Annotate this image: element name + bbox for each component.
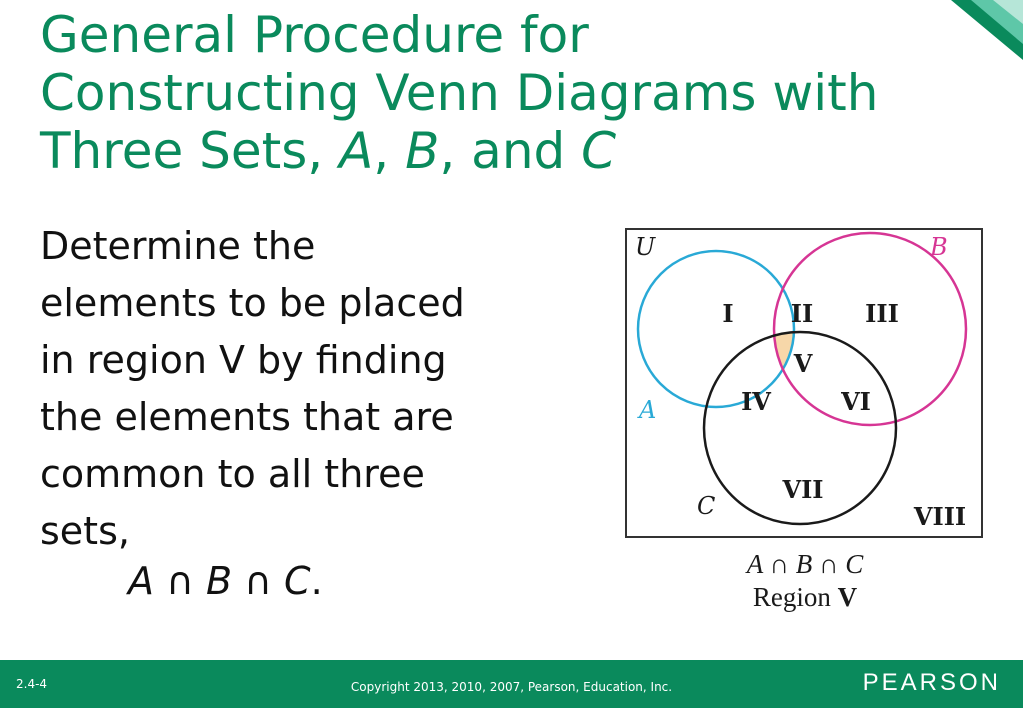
caption-region-name: V: [837, 582, 858, 612]
footer-bar: 2.4-4 Copyright 2013, 2010, 2007, Pearso…: [0, 660, 1023, 708]
set-a-label: A: [637, 396, 656, 424]
caption-region: Region V: [700, 581, 910, 614]
caption-formula: A ∩ B ∩ C: [746, 549, 864, 579]
body-line-3: in region V by finding: [40, 338, 447, 382]
region-label-viii: VIII: [913, 502, 966, 531]
title-sep-1: ,: [373, 122, 406, 180]
set-b-label: B: [929, 233, 948, 261]
universal-set-box: [625, 228, 983, 538]
universal-label: U: [635, 233, 656, 261]
set-a-circle: [636, 249, 796, 409]
diagram-caption: A ∩ B ∩ C Region V: [700, 548, 910, 614]
set-c-circle: [702, 330, 898, 526]
title-line-1: General Procedure for: [40, 6, 589, 64]
title-line-2: Constructing Venn Diagrams with: [40, 64, 879, 122]
formula-op-1: ∩: [154, 559, 206, 603]
region-label-vii: VII: [781, 475, 823, 504]
slide-number: 2.4-4: [16, 677, 48, 691]
copyright-text: Copyright 2013, 2010, 2007, Pearson, Edu…: [350, 680, 673, 694]
title-set-a: A: [339, 122, 374, 180]
region-label-v: V: [793, 349, 813, 378]
title-set-b: B: [405, 122, 440, 180]
intersection-formula: A ∩ B ∩ C.: [128, 553, 323, 610]
set-b-circle: [772, 231, 968, 427]
title-line-3-prefix: Three Sets,: [40, 122, 340, 180]
formula-set-a: A: [128, 559, 154, 603]
region-label-ii: II: [791, 299, 813, 328]
body-line-4: the elements that are: [40, 395, 454, 439]
body-text: Determine the elements to be placed in r…: [40, 218, 580, 560]
body-line-2: elements to be placed: [40, 281, 465, 325]
formula-op-2: ∩: [232, 559, 285, 603]
title-set-c: C: [581, 122, 617, 180]
pearson-logo: PEARSON: [862, 669, 1001, 696]
body-line-5: common to all three: [40, 452, 425, 496]
set-c-label: C: [697, 492, 715, 520]
corner-decoration: [951, 0, 1023, 60]
formula-period: .: [310, 559, 323, 603]
body-line-6: sets,: [40, 509, 130, 553]
slide-title: General Procedure for Constructing Venn …: [40, 6, 980, 180]
region-label-i: I: [722, 299, 733, 328]
title-sep-2: , and: [439, 122, 582, 180]
formula-set-b: B: [205, 559, 233, 603]
body-line-1: Determine the: [40, 224, 316, 268]
region-label-iv: IV: [741, 387, 771, 416]
region-label-iii: III: [865, 299, 899, 328]
venn-diagram: U A B C I II III IV V VI VII VIII: [625, 228, 983, 538]
formula-set-c: C: [284, 559, 311, 603]
caption-region-prefix: Region: [752, 582, 838, 612]
region-label-vi: VI: [840, 387, 871, 416]
